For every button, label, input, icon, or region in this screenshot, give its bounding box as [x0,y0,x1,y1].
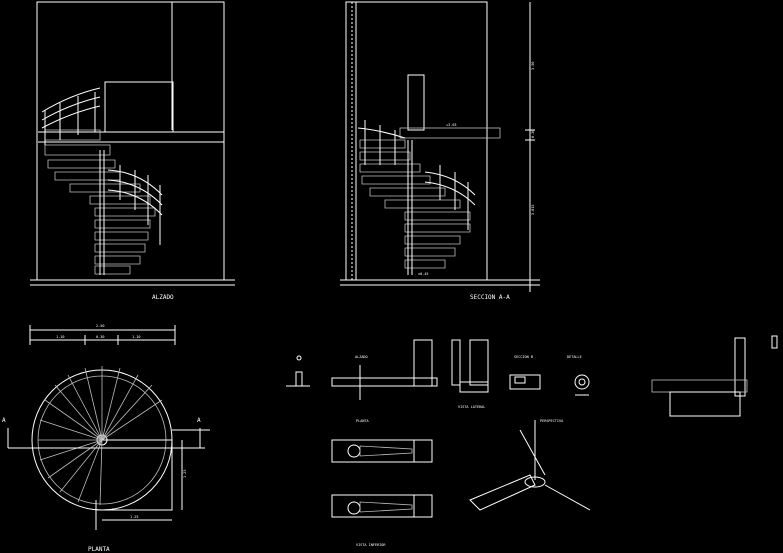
dim-v3: 3.015 [531,204,535,215]
level-top: +3.63 [446,123,457,127]
dim-v2: 0.30 [531,130,535,138]
seccion-section: +3.63 ±0.45 [340,1,540,301]
detail-label-mid: VISTA LATERAL [458,405,485,409]
dim-total: 2.50 [96,324,104,328]
detail-drawings: ALZADO VISTA LATERAL SECCION B DETALLE P… [286,335,778,547]
dim-h-side: 1.25 [183,470,187,478]
detail-label-plan: PLANTA [356,419,370,423]
dim-w2: 0.30 [96,335,104,339]
detail-label-bottom: VISTA INFERIOR [356,543,386,547]
alzado-title: ALZADO [152,294,174,301]
dim-v1: 3.50 [531,62,535,70]
plan-treads [38,366,163,506]
detail-label-sec: SECCION B [514,355,533,359]
seccion-title: SECCION A-A [470,294,510,301]
alzado-elevation: ALZADO [30,1,235,301]
planta-plan: 2.50 1.10 0.30 1.10 [2,324,210,553]
detail-label-det: DETALLE [567,355,582,359]
detail-label-top: ALZADO [355,355,368,359]
planta-title: PLANTA [88,546,110,553]
section-marker-right: A [197,417,201,424]
dim-w1: 1.10 [56,335,64,339]
section-marker-left: A [2,417,6,424]
level-bottom: ±0.45 [418,272,429,276]
dim-w-bottom: 1.25 [130,515,138,519]
detail-label-persp: PERSPECTIVA [540,419,564,423]
dim-w3: 1.10 [132,335,140,339]
